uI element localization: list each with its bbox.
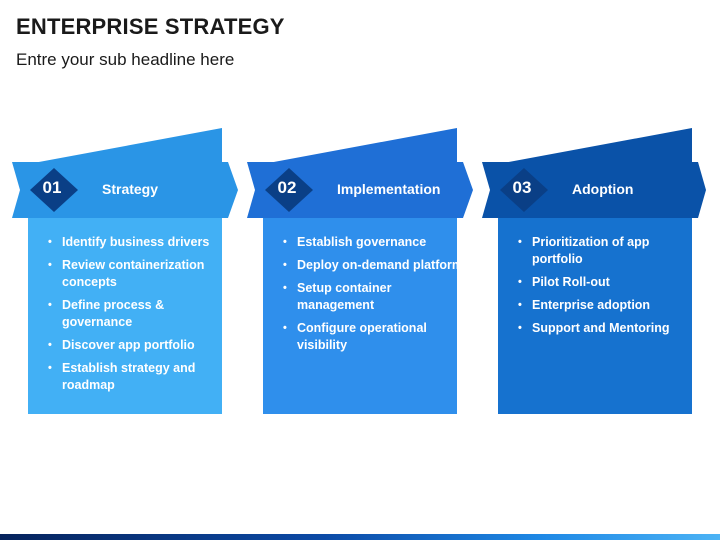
step-2-bullet: Establish governance (275, 234, 465, 251)
step-1-bullet: Define process & governance (40, 297, 230, 331)
step-heading-1: Strategy (102, 181, 159, 197)
step-heading-3: Adoption (572, 181, 634, 197)
step-card-2-shape (247, 128, 473, 414)
step-1-bullet: Identify business drivers (40, 234, 230, 251)
page-subtitle: Entre your sub headline here (16, 50, 235, 69)
step-heading-2: Implementation (337, 181, 441, 197)
step-3-bullet: Prioritization of app portfolio (510, 234, 700, 268)
bottom-gradient-bar (0, 534, 720, 540)
step-card-3: 03 Adoption Prioritization of app portfo… (482, 128, 720, 418)
step-bullet-list-2: Establish governance Deploy on-demand pl… (275, 234, 465, 360)
step-card-2: 02 Implementation Establish governance D… (247, 128, 487, 418)
step-1-bullet: Establish strategy and roadmap (40, 360, 230, 394)
step-2-bullet: Setup container management (275, 280, 465, 314)
step-bullet-list-3: Prioritization of app portfolio Pilot Ro… (510, 234, 700, 343)
step-number-3: 03 (512, 178, 532, 197)
step-2-bullet: Deploy on-demand platform (275, 257, 465, 274)
step-number-2: 02 (277, 178, 297, 197)
step-1-bullet: Review containerization concepts (40, 257, 230, 291)
step-3-bullet: Support and Mentoring (510, 320, 700, 337)
step-bullet-list-1: Identify business drivers Review contain… (40, 234, 230, 400)
step-card-1: 01 Strategy Identify business drivers Re… (12, 128, 252, 418)
step-2-bullet: Configure operational visibility (275, 320, 465, 354)
page-title: ENTERPRISE STRATEGY (16, 14, 285, 39)
step-3-bullet: Enterprise adoption (510, 297, 700, 314)
step-1-bullet: Discover app portfolio (40, 337, 230, 354)
step-number-1: 01 (42, 178, 62, 197)
step-3-bullet: Pilot Roll-out (510, 274, 700, 291)
